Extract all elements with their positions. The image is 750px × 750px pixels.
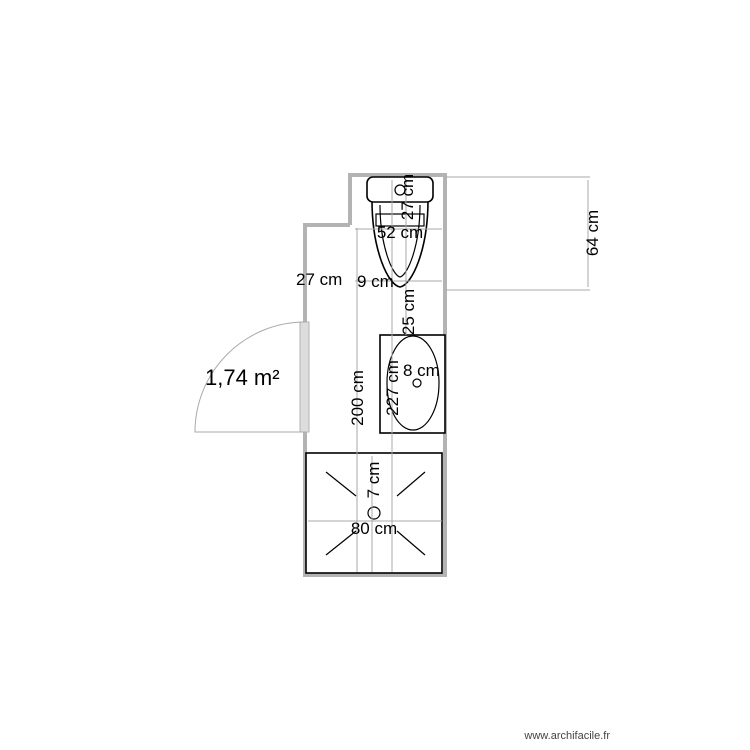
watermark: www.archifacile.fr (523, 730, 610, 742)
dim-toilet-depth: 27 cm (398, 174, 417, 220)
dim-sink-gap: 25 cm (399, 289, 418, 335)
dim-toilet-width: 52 cm (377, 223, 423, 242)
dim-shower-drain: 7 cm (364, 462, 383, 499)
drain-icon (367, 506, 381, 520)
door-swing-arc (194, 321, 306, 433)
dim-sink-offset: 8 cm (403, 361, 440, 380)
dim-total-length: 227 cm (383, 360, 402, 416)
door[interactable] (194, 321, 310, 433)
dimension-lines (308, 176, 590, 572)
shower-tray[interactable] (305, 452, 443, 574)
dim-recess-width: 27 cm (296, 270, 342, 289)
sink[interactable] (379, 334, 446, 434)
area-label: 1,74 m² (205, 365, 280, 390)
dim-toilet-offset: 9 cm (357, 272, 394, 291)
dim-toilet-zone-height: 64 cm (583, 210, 602, 256)
toilet[interactable] (366, 176, 434, 288)
dim-shower-width: 80 cm (351, 519, 397, 538)
dim-room-length: 200 cm (348, 370, 367, 426)
